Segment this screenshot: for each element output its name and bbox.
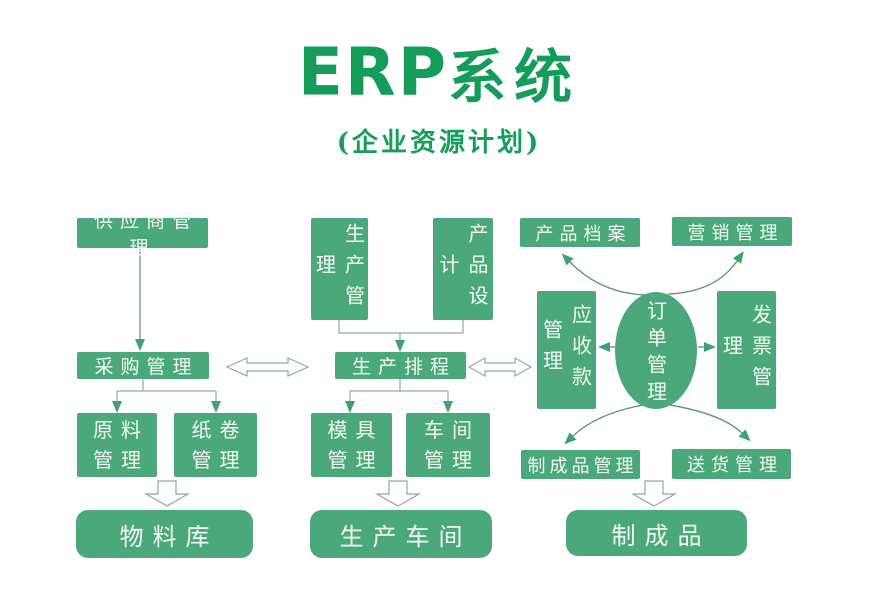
arrow-order-to-marketing xyxy=(667,251,744,295)
block-arrow-to-finished-product xyxy=(630,480,678,507)
node-raw-material-line2: 管理 xyxy=(93,448,149,472)
node-paper-roll-line2: 管理 xyxy=(191,448,248,472)
node-material-warehouse: 物料库 xyxy=(76,510,253,558)
node-mold-line2: 管理 xyxy=(327,448,384,472)
node-order-management: 订单管理 xyxy=(615,292,697,409)
node-production-workshop: 生产车间 xyxy=(310,510,492,558)
node-receivables-management: 应收款管理 xyxy=(537,291,596,409)
line-prod-design-merge xyxy=(338,320,464,334)
double-arrow-scheduling-receivables xyxy=(467,356,533,378)
node-workshop-management: 车间 管理 xyxy=(406,413,490,477)
node-product-design: 产品设计 xyxy=(433,218,493,320)
block-arrow-to-production-workshop xyxy=(374,480,422,507)
page-title: ERP系统 xyxy=(0,30,878,114)
node-paper-roll-line1: 纸卷 xyxy=(191,418,248,442)
node-production-management: 生产管理 xyxy=(311,218,368,320)
node-mold-line1: 模具 xyxy=(327,418,384,442)
line-purchase-split xyxy=(117,379,216,392)
node-supplier-management: 供应商管理 xyxy=(77,210,208,259)
line-scheduling-split xyxy=(350,379,448,392)
node-invoice-management: 发票管理 xyxy=(717,291,776,409)
node-workshop-line2: 管理 xyxy=(424,448,480,472)
node-raw-material-management: 原料 管理 xyxy=(77,413,157,477)
node-workshop-line1: 车间 xyxy=(424,418,480,442)
node-mold-management: 模具 管理 xyxy=(311,413,392,477)
double-arrow-purchase-scheduling xyxy=(225,357,310,377)
arrow-order-to-finished-mgmt xyxy=(564,404,644,445)
node-finished-product: 制成品 xyxy=(566,510,747,556)
node-raw-material-line1: 原料 xyxy=(93,418,149,442)
title-system: 系统 xyxy=(448,43,581,111)
node-delivery-management: 送货管理 xyxy=(672,449,791,479)
node-finished-product-management: 制成品管理 xyxy=(521,450,640,479)
node-marketing-management: 营销管理 xyxy=(672,217,792,246)
node-product-archive: 产品档案 xyxy=(520,218,640,247)
block-arrow-to-material-warehouse xyxy=(143,480,191,507)
node-purchase-management: 采购管理 xyxy=(77,352,209,379)
node-production-scheduling: 生产排程 xyxy=(335,352,466,379)
node-paper-roll-management: 纸卷 管理 xyxy=(174,413,257,477)
title-erp: ERP xyxy=(297,33,449,111)
page-subtitle: (企业资源计划) xyxy=(336,128,542,158)
arrow-order-to-delivery xyxy=(669,404,751,442)
